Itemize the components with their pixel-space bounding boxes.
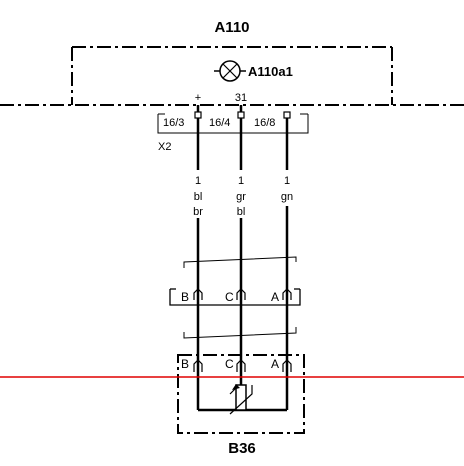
wire-1-color-1: bl bbox=[194, 191, 203, 203]
sensor-circuit bbox=[198, 384, 287, 412]
component-label: A110a1 bbox=[248, 64, 293, 79]
upper-plug-pin-c: C bbox=[225, 290, 234, 304]
wire-2-color-2: bl bbox=[237, 206, 246, 218]
shield-lines bbox=[183, 256, 297, 339]
upper-plug-box bbox=[169, 288, 301, 306]
pin-plus-label: + bbox=[195, 92, 201, 104]
lower-plug-pin-a: A bbox=[271, 357, 279, 371]
module-box bbox=[0, 46, 464, 106]
sensor-name: B36 bbox=[228, 440, 256, 457]
connector-x2-bracket bbox=[157, 113, 309, 134]
upper-plug-terminals-icon bbox=[193, 288, 292, 300]
wire-3-color-1: gn bbox=[281, 191, 293, 203]
wire-3-size: 1 bbox=[284, 175, 290, 187]
wire-2-color-1: gr bbox=[236, 191, 246, 203]
connector-pin-2-label: 16/4 bbox=[209, 117, 230, 129]
upper-plug-pin-a: A bbox=[271, 290, 279, 304]
connector-pin-1-label: 16/3 bbox=[163, 117, 184, 129]
wire-2-size: 1 bbox=[238, 175, 244, 187]
sensor-box bbox=[177, 354, 305, 434]
lower-plug-pin-c: C bbox=[225, 357, 234, 371]
connector-name: X2 bbox=[158, 141, 171, 153]
module-title: A110 bbox=[214, 19, 249, 36]
wire-1-color-2: br bbox=[193, 206, 203, 218]
connector-pin-3-label: 16/8 bbox=[254, 117, 275, 129]
thermistor-icon bbox=[229, 384, 253, 415]
lower-plug-terminals-icon bbox=[193, 359, 292, 372]
pin-31-label: 31 bbox=[235, 92, 247, 104]
wire-1-size: 1 bbox=[195, 175, 201, 187]
lamp-symbol-icon bbox=[214, 60, 246, 82]
lower-plug-pin-b: B bbox=[181, 357, 189, 371]
upper-plug-pin-b: B bbox=[181, 290, 189, 304]
